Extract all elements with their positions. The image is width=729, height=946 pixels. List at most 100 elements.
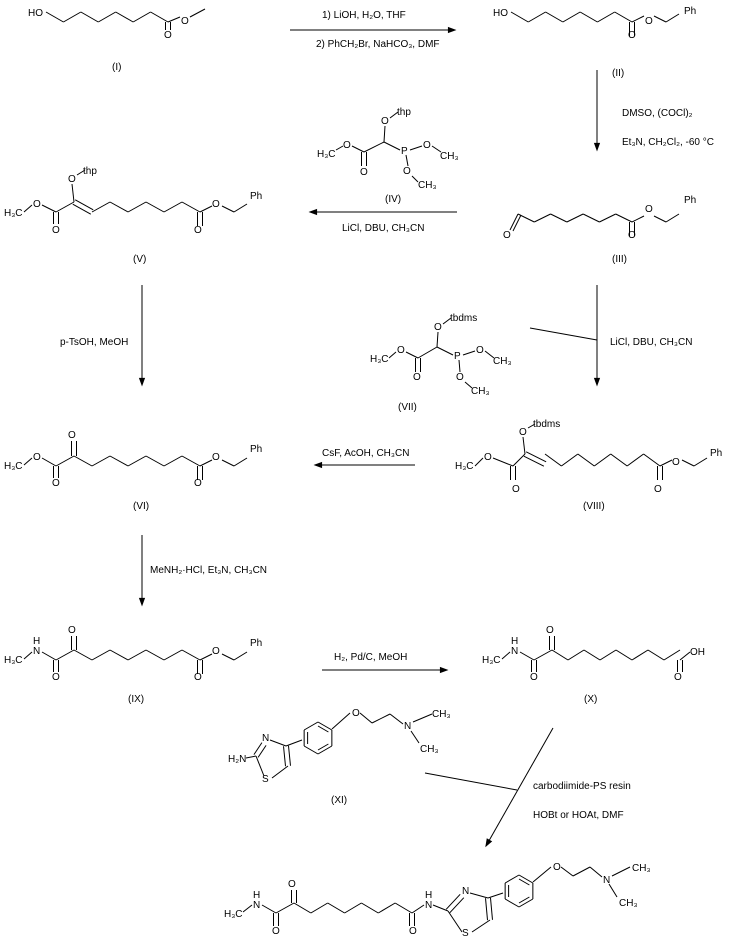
compound-label: (XI) <box>331 795 347 806</box>
compound-label: (III) <box>612 254 627 265</box>
bond <box>76 169 86 176</box>
bond <box>510 11 529 23</box>
atom-label: Ph <box>250 191 262 202</box>
bond <box>378 902 396 914</box>
bonds-layer <box>23 8 708 933</box>
bond <box>411 904 425 914</box>
atom-label: CH₃ <box>440 151 459 162</box>
bond <box>458 359 461 373</box>
bond <box>487 892 504 899</box>
bond <box>614 11 633 23</box>
atom-label: N <box>511 646 518 657</box>
bond <box>436 346 454 356</box>
atom-label: O <box>553 862 561 873</box>
bond <box>221 205 235 213</box>
atom-label: O <box>343 140 351 151</box>
bond <box>115 11 134 23</box>
atom-label: O <box>164 30 172 41</box>
atom-label: S <box>462 928 469 939</box>
bond <box>23 651 33 660</box>
bond <box>269 739 287 747</box>
atom-label: Ph <box>710 448 722 459</box>
atom-label: O <box>352 708 360 719</box>
reagent-line <box>424 772 518 791</box>
compound-label: (IV) <box>385 194 401 205</box>
atom-label: O <box>456 372 464 383</box>
bond <box>665 213 680 223</box>
compound-label: (IX) <box>128 694 144 705</box>
bond <box>242 904 253 913</box>
bond <box>221 459 235 467</box>
atom-label: O <box>512 484 520 495</box>
bond <box>181 201 201 213</box>
atom-label: O <box>503 230 511 241</box>
double-bond <box>287 745 291 766</box>
reagent-step6: CsF, AcOH, CH₃CN <box>322 448 409 459</box>
bond <box>394 902 413 914</box>
arrowhead-icon <box>485 838 493 848</box>
bond <box>293 902 312 914</box>
double-bond <box>445 893 461 910</box>
bond <box>145 201 165 213</box>
atom-label: O <box>52 672 60 683</box>
atom-label: O <box>212 199 220 210</box>
atom-label: thp <box>397 107 411 118</box>
atom-label: H₃C <box>455 461 474 472</box>
atom-label: O <box>272 926 280 937</box>
bond <box>436 331 439 348</box>
reagent-line <box>529 327 598 341</box>
bond <box>534 213 551 223</box>
bond <box>551 649 569 661</box>
atom-label: O <box>33 452 41 463</box>
bond <box>145 649 165 661</box>
atom-label: O <box>409 926 417 937</box>
bond <box>527 423 536 429</box>
double-bond <box>449 897 465 914</box>
bond <box>518 898 534 908</box>
bond <box>317 721 333 731</box>
bond <box>464 381 473 389</box>
atom-label: N <box>603 875 610 886</box>
bond <box>23 204 33 213</box>
atom-label: CH₃ <box>418 180 437 191</box>
bond <box>41 457 57 467</box>
bond <box>409 145 423 151</box>
atom-label: O <box>476 345 484 356</box>
bond <box>519 651 535 661</box>
atom-label: O <box>194 225 202 236</box>
atom-label: HO <box>493 8 508 19</box>
bond <box>462 350 476 356</box>
atom-label: H₃C <box>4 655 23 666</box>
bond <box>679 651 691 661</box>
atom-label: H <box>33 636 40 647</box>
bond <box>608 883 618 898</box>
atom-label: H₃C <box>317 149 336 160</box>
compound-XI: H₂N N S O N CH₃ CH₃ (XI) <box>228 708 451 806</box>
bond <box>233 203 248 213</box>
reagent-step5: p-TsOH, MeOH <box>60 337 128 348</box>
atom-label: HO <box>28 8 43 19</box>
bond <box>199 205 213 213</box>
bond <box>98 11 116 23</box>
atom-label: P <box>401 146 408 157</box>
compound-X: H₃C N H O O O OH (X) <box>482 625 705 705</box>
arrowhead-icon <box>313 461 323 469</box>
bond <box>233 457 248 467</box>
arrowhead-icon <box>593 377 601 387</box>
bond <box>145 455 165 467</box>
atom-label: Ph <box>250 444 262 455</box>
bond <box>583 649 601 661</box>
bond <box>518 874 534 884</box>
bond <box>626 453 644 467</box>
bond <box>631 15 645 23</box>
reagent-step7: MeNH₂·HCl, Et₃N, CH₃CN <box>150 565 267 576</box>
bond <box>599 213 616 223</box>
arrows-layer <box>138 26 601 848</box>
reaction-arrow-9 <box>485 727 554 847</box>
compound-VII: H₃C O O O tbdms P O CH₃ O CH₃ (VII) <box>370 313 512 413</box>
bond <box>469 892 489 899</box>
bond <box>255 755 265 777</box>
double-bond <box>518 878 530 886</box>
bond <box>317 745 333 755</box>
